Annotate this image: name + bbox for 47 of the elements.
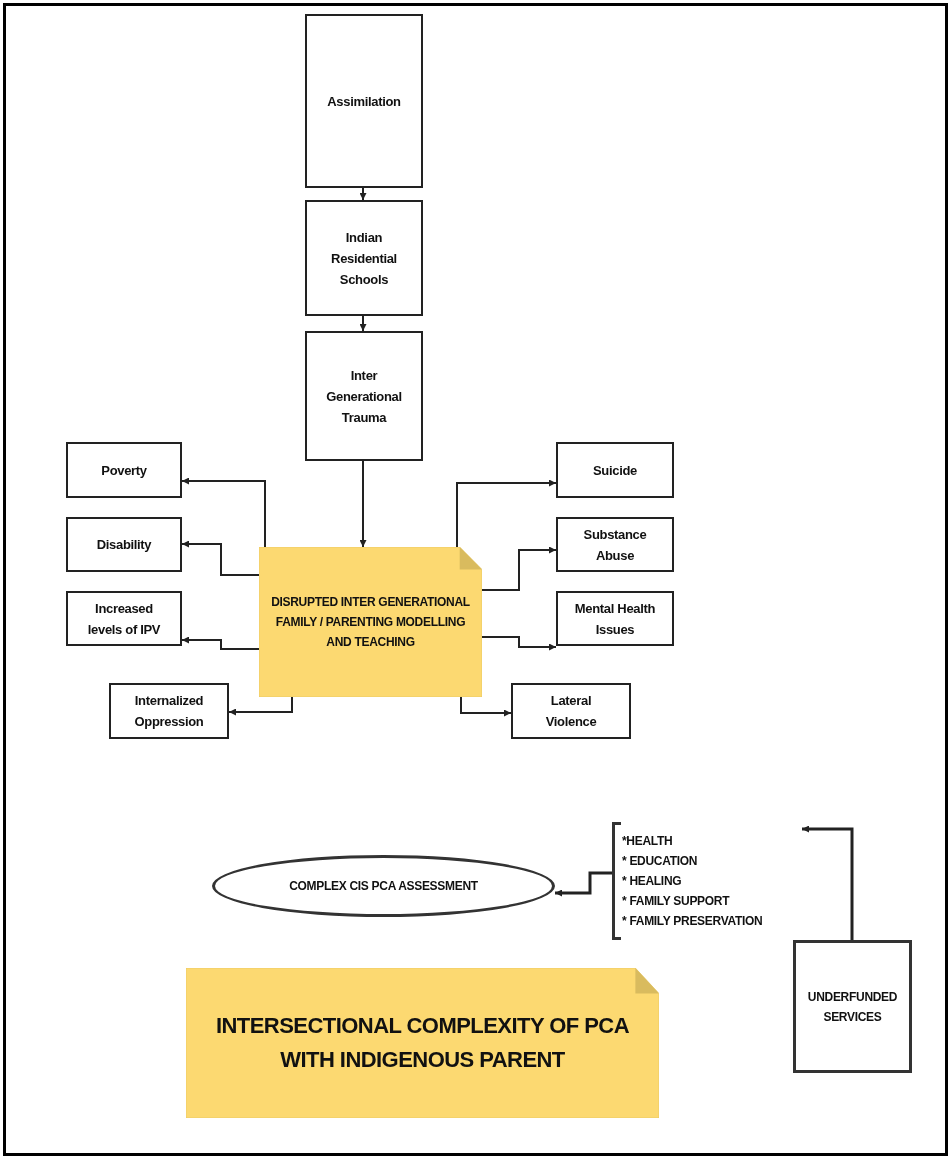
process-box bbox=[556, 442, 674, 498]
process-box bbox=[66, 591, 182, 646]
arrow bbox=[359, 187, 367, 201]
arrow bbox=[802, 825, 854, 940]
process-box bbox=[305, 14, 423, 188]
node-text: Indian Residential Schools bbox=[330, 228, 398, 289]
arrow bbox=[460, 696, 512, 717]
sticky-note bbox=[259, 547, 482, 697]
process-box bbox=[511, 683, 631, 739]
list-item: * FAMILY SUPPORT bbox=[622, 893, 731, 910]
list-item: *HEALTH bbox=[622, 833, 674, 850]
node-text: Increased levels of IPV bbox=[86, 599, 162, 639]
node-text: DISRUPTED INTER GENERATIONAL FAMILY / PARENTING MODELLING AND TEACHING bbox=[271, 594, 470, 651]
node-text: Disability bbox=[96, 536, 152, 554]
node-text: COMPLEX CIS PCA ASSESSMENT bbox=[289, 878, 478, 895]
process-box bbox=[305, 331, 423, 461]
node-text: Suicide bbox=[593, 461, 637, 480]
arrow bbox=[481, 546, 557, 591]
process-box bbox=[66, 517, 182, 572]
node-text: Internalized Oppression bbox=[133, 692, 205, 731]
arrow bbox=[181, 540, 260, 576]
process-box bbox=[305, 200, 423, 316]
node-text: Poverty bbox=[101, 461, 147, 480]
node-text: INTERSECTIONAL COMPLEXITY OF PCA WITH INDIGENOUS PARENT bbox=[214, 1012, 631, 1074]
process-box bbox=[793, 940, 912, 1073]
node-text: Assimilation bbox=[327, 92, 401, 111]
node-text: Substance Abuse bbox=[582, 525, 648, 565]
arrow bbox=[456, 479, 557, 548]
arrow bbox=[181, 636, 260, 650]
process-box bbox=[556, 591, 674, 646]
arrow bbox=[181, 477, 266, 548]
node-text: Mental Health Issues bbox=[573, 599, 657, 639]
process-box bbox=[109, 683, 229, 739]
arrow bbox=[359, 315, 367, 332]
node-text: Inter Generational Trauma bbox=[325, 366, 403, 427]
arrow bbox=[481, 636, 557, 651]
node-text: Lateral Violence bbox=[544, 692, 598, 731]
process-box bbox=[66, 442, 182, 498]
node-text: UNDERFUNDED SERVICES bbox=[807, 988, 898, 1026]
arrow bbox=[228, 696, 293, 716]
sticky-note bbox=[186, 968, 659, 1118]
arrow bbox=[359, 460, 367, 548]
process-box bbox=[556, 517, 674, 572]
list-item: * FAMILY PRESERVATION bbox=[622, 913, 764, 930]
list-item: * EDUCATION bbox=[622, 853, 699, 870]
list-item: * HEALING bbox=[622, 873, 683, 890]
arrow bbox=[555, 871, 612, 897]
